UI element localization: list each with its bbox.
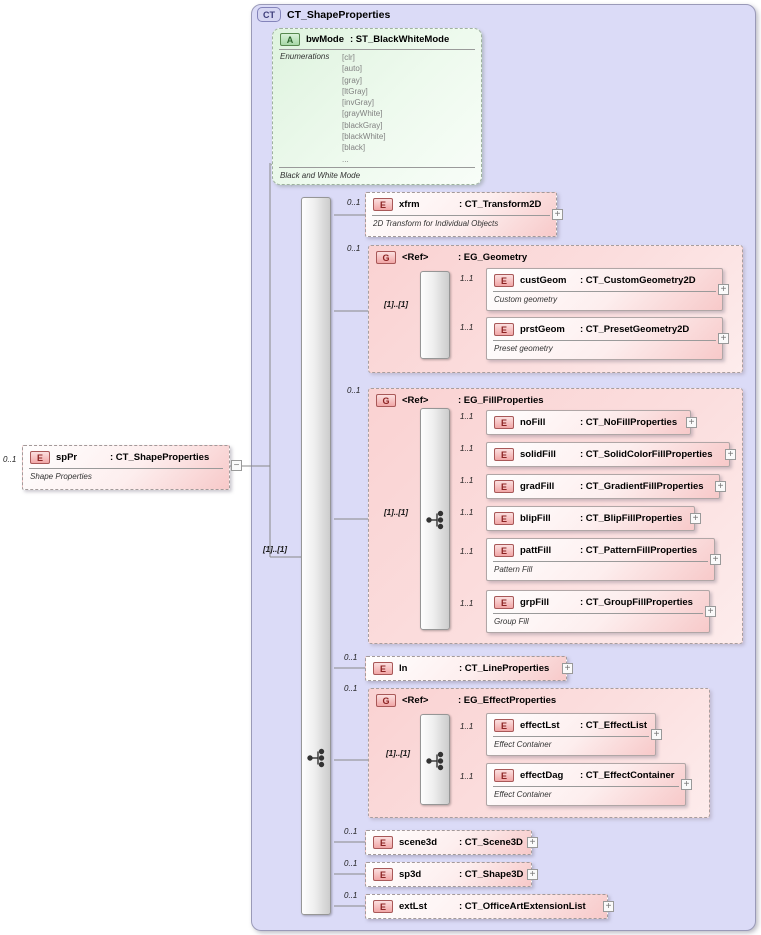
pattfill-cardinality: 1..1	[460, 547, 474, 556]
attribute-name: bwMode	[306, 34, 344, 45]
grpfill-cardinality: 1..1	[460, 599, 474, 608]
element-effectlst[interactable]: E effectLst : CT_EffectList Effect Conta…	[486, 713, 662, 756]
expand-button[interactable]: +	[681, 778, 692, 790]
collapse-button[interactable]: −	[231, 460, 242, 471]
element-icon: E	[494, 769, 514, 782]
choice-icon	[426, 510, 444, 530]
element-nofill[interactable]: E noFill : CT_NoFillProperties +	[486, 410, 697, 435]
element-icon: E	[494, 544, 514, 557]
element-icon: E	[494, 596, 514, 609]
group-icon: G	[376, 694, 396, 707]
fill-cardinality: 0..1	[347, 386, 361, 395]
element-effectdag[interactable]: E effectDag : CT_EffectContainer Effect …	[486, 763, 692, 806]
element-icon: E	[494, 323, 514, 336]
expand-button[interactable]: +	[710, 553, 721, 565]
element-xfrm[interactable]: E xfrm : CT_Transform2D 2D Transform for…	[365, 192, 563, 237]
element-ln[interactable]: E ln : CT_LineProperties +	[365, 656, 573, 681]
geometry-choice-bar[interactable]	[420, 271, 450, 594]
attribute-icon: A	[280, 33, 300, 46]
prstgeom-cardinality: 1..1	[460, 323, 474, 332]
element-prstgeom[interactable]: E prstGeom : CT_PresetGeometry2D Preset …	[486, 317, 729, 360]
expand-button[interactable]: +	[527, 836, 538, 848]
element-icon: E	[373, 198, 393, 211]
element-custgeom[interactable]: E custGeom : CT_CustomGeometry2D Custom …	[486, 268, 729, 311]
element-icon: E	[373, 868, 393, 881]
sp3d-cardinality: 0..1	[344, 859, 358, 868]
complex-type-icon: CT	[257, 7, 281, 22]
expand-button[interactable]: +	[705, 605, 716, 617]
element-gradfill[interactable]: E gradFill : CT_GradientFillProperties +	[486, 474, 726, 499]
element-icon: E	[494, 512, 514, 525]
element-scene3d[interactable]: E scene3d : CT_Scene3D +	[365, 830, 538, 855]
expand-button[interactable]: +	[552, 208, 563, 220]
blipfill-cardinality: 1..1	[460, 508, 474, 517]
element-grpfill[interactable]: E grpFill : CT_GroupFillProperties Group…	[486, 590, 716, 633]
enumerations-label: Enumerations	[280, 52, 330, 61]
expand-button[interactable]: +	[725, 448, 736, 460]
element-icon: E	[494, 480, 514, 493]
effectlst-cardinality: 1..1	[460, 722, 474, 731]
element-sppr[interactable]: E spPr : CT_ShapeProperties Shape Proper…	[22, 445, 230, 490]
expand-button[interactable]: +	[690, 512, 701, 524]
geometry-cardinality: 0..1	[347, 244, 361, 253]
attribute-annotation: Black and White Mode	[280, 170, 361, 180]
expand-button[interactable]: +	[686, 416, 697, 428]
expand-button[interactable]: +	[603, 900, 614, 912]
effect-choice-bar[interactable]	[420, 714, 450, 805]
element-solidfill[interactable]: E solidFill : CT_SolidColorFillPropertie…	[486, 442, 736, 467]
expand-button[interactable]: +	[651, 728, 662, 740]
attribute-bwmode[interactable]: A bwMode : ST_BlackWhiteMode Enumeration…	[272, 28, 482, 185]
gradfill-cardinality: 1..1	[460, 476, 474, 485]
root-cardinality: 0..1	[3, 455, 17, 464]
expand-button[interactable]: +	[718, 332, 729, 344]
element-icon: E	[494, 274, 514, 287]
element-icon: E	[494, 448, 514, 461]
fill-choice-cardinality: [1]..[1]	[384, 508, 408, 517]
solidfill-cardinality: 1..1	[460, 444, 474, 453]
element-icon: E	[373, 900, 393, 913]
element-icon: E	[494, 719, 514, 732]
scene3d-cardinality: 0..1	[344, 827, 358, 836]
element-icon: E	[30, 451, 50, 464]
xfrm-cardinality: 0..1	[347, 198, 361, 207]
ln-cardinality: 0..1	[344, 653, 358, 662]
expand-button[interactable]: +	[715, 480, 726, 492]
group-icon: G	[376, 251, 396, 264]
expand-button[interactable]: +	[527, 868, 538, 880]
custgeom-cardinality: 1..1	[460, 274, 474, 283]
effectdag-cardinality: 1..1	[460, 772, 474, 781]
complex-type-title: CT_ShapeProperties	[287, 8, 391, 21]
effect-choice-cardinality: [1]..[1]	[386, 749, 410, 758]
element-icon: E	[373, 662, 393, 675]
element-icon: E	[494, 416, 514, 429]
element-annotation: Shape Properties	[30, 472, 92, 481]
choice-icon	[307, 748, 325, 768]
sequence-bar[interactable]	[301, 197, 331, 915]
group-icon: G	[376, 394, 396, 407]
element-pattfill[interactable]: E pattFill : CT_PatternFillProperties Pa…	[486, 538, 721, 581]
element-extlst[interactable]: E extLst : CT_OfficeArtExtensionList +	[365, 894, 614, 919]
fill-choice-bar[interactable]	[420, 408, 450, 630]
element-sp3d[interactable]: E sp3d : CT_Shape3D +	[365, 862, 538, 887]
expand-button[interactable]: +	[562, 662, 573, 674]
geometry-choice-cardinality: [1]..[1]	[384, 300, 408, 309]
element-icon: E	[373, 836, 393, 849]
enumeration-values: [clr] [auto] [gray] [ltGray] [invGray] […	[342, 53, 386, 164]
element-blipfill[interactable]: E blipFill : CT_BlipFillProperties +	[486, 506, 701, 531]
element-type: : CT_ShapeProperties	[110, 452, 210, 463]
nofill-cardinality: 1..1	[460, 412, 474, 421]
expand-button[interactable]: +	[718, 283, 729, 295]
extlst-cardinality: 0..1	[344, 891, 358, 900]
element-name: spPr	[56, 452, 78, 463]
choice-icon	[426, 751, 444, 771]
sequence-cardinality: [1]..[1]	[263, 545, 287, 554]
attribute-type: : ST_BlackWhiteMode	[350, 34, 450, 45]
effect-cardinality: 0..1	[344, 684, 358, 693]
